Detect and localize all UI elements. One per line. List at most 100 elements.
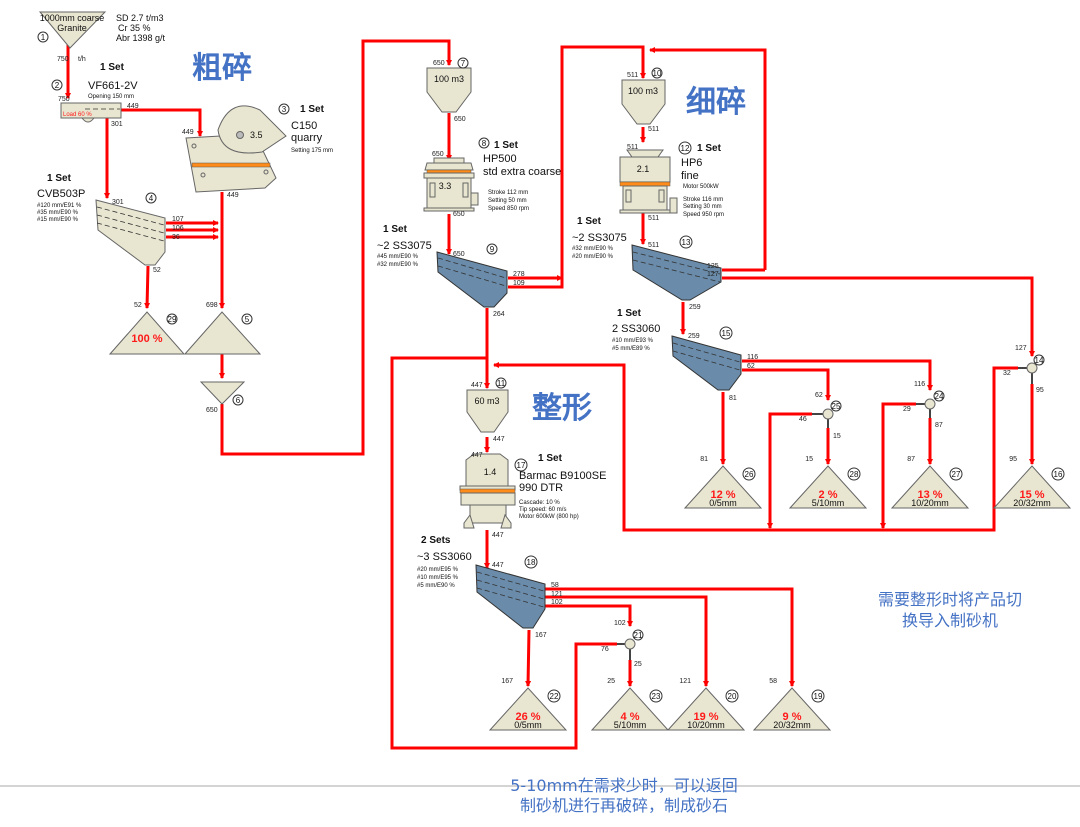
cone-motor <box>669 197 678 214</box>
screen-ss3075-13[interactable]: 13 1 Set ~2 SS3075 #32 mm/E90 % #20 mm/E… <box>572 216 722 311</box>
flow-screen13-recycle <box>649 47 767 270</box>
id-text: 13 <box>682 238 691 247</box>
screen4-deck <box>96 206 165 226</box>
note-return-line2: 制砂机进行再破碎，制成砂石 <box>520 796 728 815</box>
grizzly-sets: 1 Set <box>100 62 125 73</box>
screen-spec: #32 mm/E90 % <box>377 262 419 268</box>
jaw-crusher-c150[interactable]: 3.5 3 1 Set C150 quarry Setting 175 mm 4… <box>182 103 333 199</box>
jaw-in: 449 <box>182 129 194 136</box>
bin-out: 447 <box>493 436 505 443</box>
screen4-spec: #120 mm/E91 % <box>37 203 82 209</box>
id-text: 17 <box>517 461 526 470</box>
flow-screen18-to-product20 <box>545 595 709 687</box>
id-text: 6 <box>236 396 241 405</box>
screen13-bottom: 259 <box>689 304 701 311</box>
splitter-25[interactable]: 25 62 46 15 <box>799 392 842 440</box>
id-text: 2 <box>55 81 60 90</box>
cone-crusher-hp500[interactable]: 3.3 8 1 Set HP500 std extra coarse Strok… <box>423 137 561 218</box>
id-badge <box>145 192 157 204</box>
cone-top <box>433 157 465 164</box>
vsi-crusher-barmac[interactable]: 1.4 17 1 Set Barmac B9100SE 990 DTR Casc… <box>459 452 606 539</box>
screen13-model: ~2 SS3075 <box>572 232 627 244</box>
id-text: 24 <box>935 392 944 401</box>
cone-liner <box>619 181 671 187</box>
cone-cylinder <box>658 189 665 203</box>
screen-deck <box>632 251 721 275</box>
screen-spec: #5 mm/E90 % <box>417 583 455 589</box>
flow-recycle-to-barmac <box>493 362 1018 532</box>
product-in: 15 <box>805 456 813 463</box>
id-text: 23 <box>652 692 661 701</box>
stockpile-5[interactable]: 5 698 <box>183 302 262 355</box>
cone-cylinder <box>429 182 436 198</box>
id-text: 28 <box>850 470 859 479</box>
flow-screen13-to-splitter14 <box>722 276 1035 357</box>
stage-label-secondary: 细碎 <box>686 85 746 120</box>
bin-out: 511 <box>648 126 659 133</box>
splitter-24[interactable]: 24 116 29 87 <box>903 381 945 429</box>
vsi-middle <box>460 492 516 506</box>
flow-screen18-to-splitter21 <box>545 604 633 627</box>
product-in: 121 <box>679 678 691 685</box>
pile-in: 698 <box>206 302 218 309</box>
screen15-out: 116 <box>747 354 758 361</box>
product-size: 10/20mm <box>911 498 949 508</box>
id-badge <box>651 67 663 79</box>
product-size: 0/5mm <box>514 720 542 730</box>
splitter-node <box>924 398 936 410</box>
feed-stockpile[interactable]: 1000mm coarse Granite 1 SD 2.7 t/m3 Cr 3… <box>37 11 166 63</box>
product-29[interactable]: 100 % 29 52 <box>108 302 186 355</box>
cone-feed <box>626 149 664 158</box>
cone-spec: Setting 50 mm <box>488 198 527 204</box>
screen-ss3075-9[interactable]: 9 1 Set ~2 SS3075 #45 mm/E90 % #32 mm/E9… <box>377 224 525 318</box>
note-shaping-line2: 换导入制砂机 <box>902 611 998 630</box>
product-percent: 12 % <box>710 489 735 501</box>
screen-spec: #45 mm/E90 % <box>377 254 419 260</box>
surge-bin-11[interactable]: 60 m3 11 447 447 <box>466 377 509 443</box>
screen-spec: #32 mm/E90 % <box>572 246 614 252</box>
id-text: 16 <box>1054 470 1063 479</box>
cone-crusher-hp6[interactable]: 2.1 12 1 Set HP6 fine Motor 500kW Stroke… <box>619 141 724 222</box>
screen15-out: 62 <box>747 363 755 370</box>
screen-cvb503p[interactable]: 4 1 Set CVB503P #120 mm/E91 % #35 mm/E90… <box>37 173 184 274</box>
screen18-out: 102 <box>551 599 563 606</box>
screen-deck <box>476 571 545 592</box>
screen4-out: 106 <box>172 225 184 232</box>
id-text: 9 <box>490 245 495 254</box>
id-text: 7 <box>461 59 466 68</box>
screen-ss3060-15[interactable]: 15 1 Set 2 SS3060 #10 mm/E93 % #5 mm/E89… <box>612 308 758 402</box>
id-text: 10 <box>653 69 662 78</box>
flow-screen15-to-splitter24 <box>742 359 933 391</box>
id-badge <box>495 377 507 389</box>
screen-deck <box>437 265 507 287</box>
splitter-side: 29 <box>903 406 911 413</box>
splitter-21[interactable]: 21 102 76 25 <box>601 620 644 668</box>
surge-bin-7[interactable]: 100 m3 7 650 650 <box>426 57 472 123</box>
cone-sets: 1 Set <box>697 143 722 154</box>
splitter-14[interactable]: 14 127 32 95 <box>1003 345 1045 394</box>
vsi-value: 1.4 <box>484 467 497 477</box>
grizzly-feeder-vf661[interactable]: Load 60 % 2 1 Set VF661-2V Opening 150 m… <box>51 62 139 128</box>
screen-ss3060-18[interactable]: 18 2 Sets ~3 SS3060 #20 mm/E95 % #10 mm/… <box>417 535 563 639</box>
screen18-out: 121 <box>551 591 563 598</box>
feeder-6[interactable]: 6 650 <box>199 381 246 414</box>
vsi-sets: 1 Set <box>538 453 563 464</box>
screen15-body <box>671 335 742 391</box>
id-badge <box>232 394 244 406</box>
splitter-in: 116 <box>914 381 925 388</box>
id-badge <box>278 103 290 115</box>
jaw-bolt <box>263 169 269 175</box>
surge-bin-10[interactable]: 100 m3 10 511 511 <box>621 67 666 133</box>
screen13-out: 125 <box>707 263 719 270</box>
product-pile-shape <box>590 687 670 731</box>
screen4-out: 107 <box>172 216 184 223</box>
